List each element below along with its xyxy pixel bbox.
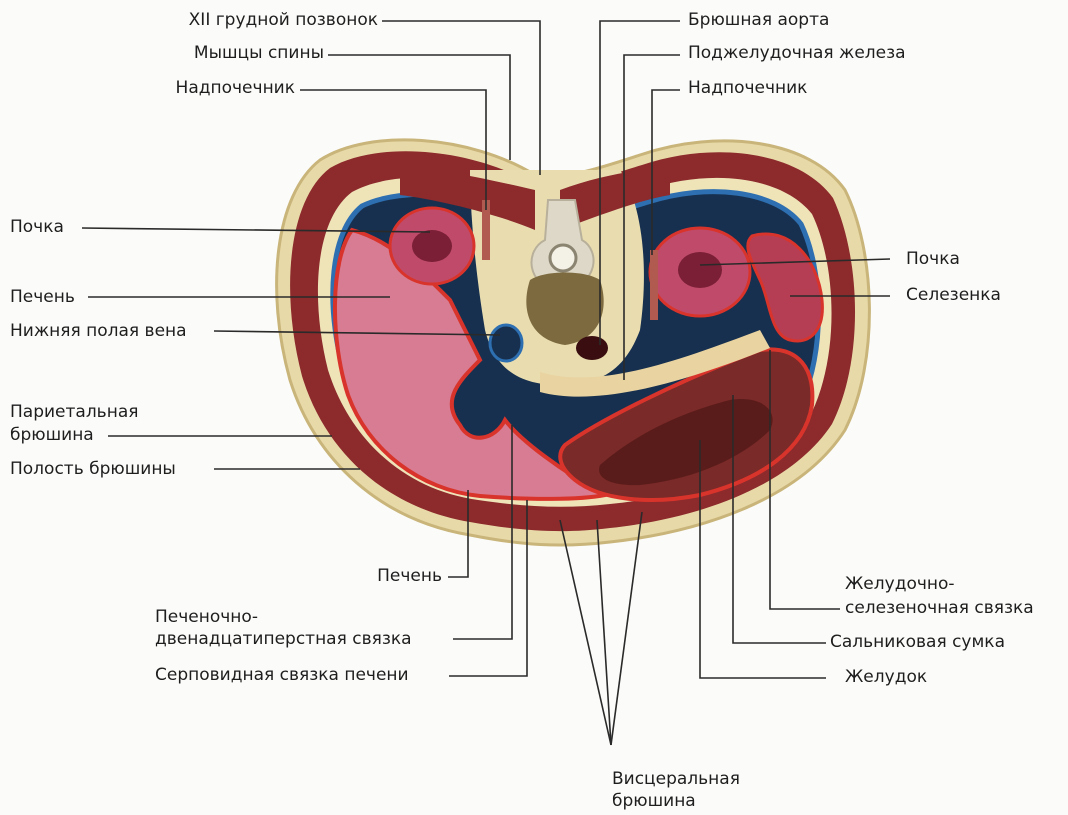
spinal-canal (550, 245, 576, 271)
label-ivc: Нижняя полая вена (10, 320, 187, 342)
label-visceral-2: брюшина (612, 790, 696, 812)
label-peritoneal-cavity: Полость брюшины (10, 458, 176, 480)
line-visceral-c (611, 512, 642, 745)
adrenal-right-shape (650, 250, 658, 320)
label-vertebra: XII грудной позвонок (150, 9, 378, 31)
label-liver-lower: Печень (300, 565, 442, 587)
label-visceral-1: Висцеральная (612, 768, 740, 790)
label-gastrosplenic-1: Желудочно- (845, 573, 955, 595)
label-kidney-left: Почка (10, 216, 64, 238)
label-aorta: Брюшная аорта (688, 9, 829, 31)
label-parietal-1: Париетальная (10, 401, 138, 423)
label-liver-upper: Печень (10, 286, 75, 308)
label-kidney-right: Почка (906, 248, 960, 270)
label-pancreas: Поджелудочная железа (688, 42, 906, 64)
aorta-shape (576, 336, 608, 360)
label-spleen: Селезенка (906, 284, 1001, 306)
label-adrenal-right: Надпочечник (688, 77, 807, 99)
ivc-shape (490, 325, 522, 361)
label-hepatoduodenal-1: Печеночно- (155, 606, 258, 628)
label-falciform: Серповидная связка печени (155, 664, 409, 686)
label-parietal-2: брюшина (10, 424, 94, 446)
label-back-muscles: Мышцы спины (150, 42, 324, 64)
label-stomach: Желудок (845, 666, 927, 688)
label-gastrosplenic-2: селезеночная связка (845, 597, 1034, 619)
label-adrenal-left: Надпочечник (150, 77, 295, 99)
label-hepatoduodenal-2: двенадцатиперстная связка (155, 628, 412, 650)
label-omental-bursa: Сальниковая сумка (830, 631, 1005, 653)
